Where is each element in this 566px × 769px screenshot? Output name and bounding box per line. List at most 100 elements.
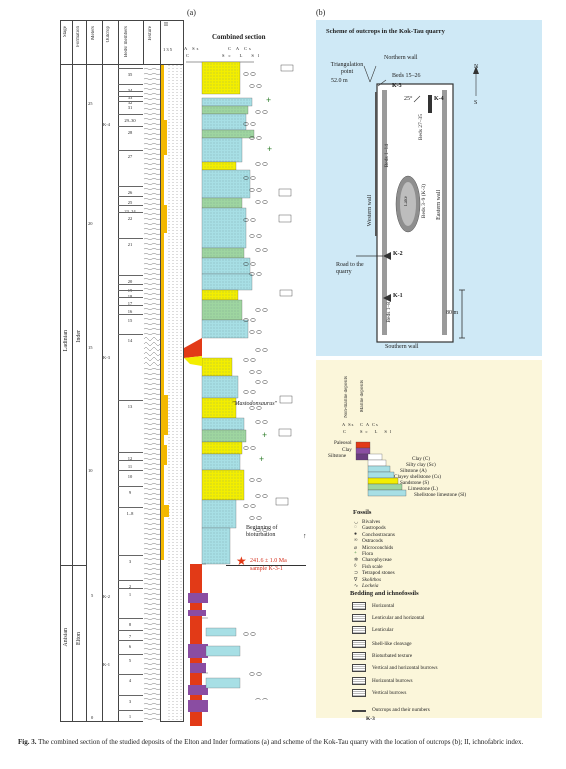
fossil-legend-icon: ◡ [354, 520, 359, 525]
texture-line [143, 362, 160, 366]
fossil-legend-item: Skolithos [362, 576, 382, 583]
bedding-legend-item: Outcrops and their numbers [372, 707, 430, 713]
texture-line [143, 223, 160, 225]
figure-caption: Fig. 3. The combined section of the stud… [18, 738, 558, 747]
bed-separator [118, 238, 143, 239]
bed-number: 1–8 [126, 511, 134, 516]
legend-scale-c: C [360, 422, 365, 427]
vertical-burrows-icon [279, 395, 293, 404]
fossil-legend-icon: ◊ [354, 563, 357, 569]
fossil-icon [255, 200, 261, 204]
texture-line [143, 78, 160, 80]
beds-1-8-label: Beds 1–8 [386, 302, 392, 323]
fossil-icon [256, 330, 262, 334]
texture-line [143, 423, 160, 425]
fossil-icon [256, 672, 262, 676]
texture-line [143, 688, 160, 690]
bed-separator [118, 290, 143, 291]
bed-number: 1 [128, 592, 132, 597]
header-outcrop: Outcrop [106, 26, 111, 43]
fossil-icon [256, 272, 262, 276]
bed-separator [118, 96, 143, 97]
lith-scale-top-1: A Ss [184, 46, 200, 51]
formation-inder: Inder [76, 330, 82, 343]
fossil-icon [256, 136, 262, 140]
bed-number: 28 [127, 130, 133, 135]
fossil-legend-item: Tetrapod stones [362, 570, 395, 577]
bed-number: 17 [127, 301, 133, 306]
texture-line [143, 413, 160, 415]
fossil-icon [243, 390, 249, 394]
bed-separator [118, 640, 143, 641]
beds-3-9-label: Beds 3–9 (K-3) [421, 184, 427, 219]
bed-separator [118, 205, 143, 206]
stage-anisian: Anisian [63, 628, 69, 647]
fossil-icon [262, 380, 268, 384]
texture-line [143, 713, 160, 715]
combined-section-title: Combined section [212, 33, 266, 41]
western-wall-label: Western wall [367, 195, 373, 227]
beds-15-26-label: Beds 15–26 [392, 73, 421, 79]
header-beds: Beds/ members [124, 26, 129, 57]
texture-line [143, 188, 160, 190]
texture-line [143, 478, 160, 480]
bed-number: 13 [127, 404, 133, 409]
texture-line [143, 288, 160, 290]
fossil-legend-item: Lockeia [362, 583, 379, 589]
texture-line [143, 458, 160, 460]
scale-sc: Sc [222, 53, 235, 58]
bioturbation-label: Beginning of bioturbation [246, 525, 278, 538]
fossil-legend-item: Charophyceae [362, 557, 392, 564]
fossil-legend-icon: ∿ [354, 584, 359, 589]
lithology-layer [201, 357, 233, 377]
texture-line [143, 123, 160, 125]
bed-separator [118, 334, 143, 335]
bioturbation-line [226, 565, 306, 566]
texture-line [143, 68, 160, 70]
quarry-map [356, 65, 479, 343]
fossil-legend-icon: + [354, 551, 357, 556]
northern-wall-label: Northern wall [384, 55, 418, 61]
texture-line [143, 488, 160, 490]
texture-line [143, 648, 160, 650]
age-label: 241.6 ± 1.0 Ma [250, 558, 287, 564]
k1-map-label: K-1 [393, 293, 403, 299]
meter-tick-0: 0 [91, 715, 94, 720]
fossil-icon [255, 420, 261, 424]
north-label: N [474, 64, 479, 70]
bedding-legend-swatch [352, 664, 366, 672]
texture-line [143, 718, 160, 720]
bed-number: 34 [120, 88, 140, 93]
texture-line [143, 308, 160, 310]
fossil-icon [243, 176, 249, 180]
header-formation: Formation [76, 26, 81, 47]
bed-separator [118, 618, 143, 619]
texture-line [143, 668, 160, 670]
scale-sl: Sl [251, 53, 264, 58]
texture-line [143, 278, 160, 280]
fossil-icon [249, 84, 255, 88]
texture-line [143, 678, 160, 680]
texture-column [143, 65, 160, 722]
bed-separator [118, 101, 143, 102]
texture-line [143, 598, 160, 600]
bed-number: 33 [127, 95, 133, 100]
fossil-icon [243, 122, 249, 126]
bed-separator [118, 114, 143, 115]
lithology-legend-graphic [355, 441, 407, 497]
texture-line [143, 518, 160, 520]
bed-separator [118, 212, 143, 213]
fossil-icon [249, 478, 255, 482]
bedding-legend-swatch [352, 677, 366, 685]
texture-line [143, 433, 160, 435]
texture-line [143, 347, 160, 351]
fossil-legend-item: Gastropods [362, 525, 386, 532]
texture-line [143, 378, 160, 380]
texture-line [143, 233, 160, 235]
bed-number: 23–24 [120, 209, 140, 214]
texture-line [143, 473, 160, 475]
column-gap [190, 338, 202, 564]
texture-line [143, 193, 160, 195]
texture-line [143, 558, 160, 560]
legend-outcrop-example: K-3 [366, 716, 375, 722]
